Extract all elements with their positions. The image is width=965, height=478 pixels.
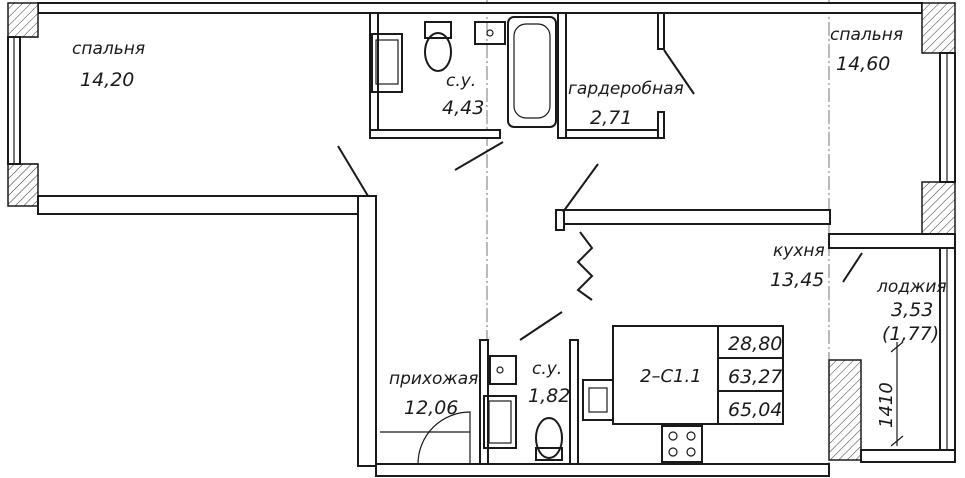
wall-wardrobe-bottom <box>565 129 663 139</box>
door-bedroom-right <box>663 49 695 95</box>
wall-bedroom-right-bottom <box>559 209 831 225</box>
wall-loggia-bottom <box>860 449 956 463</box>
wall-wardrobe-right <box>657 111 665 139</box>
outer-wall-top <box>37 2 923 14</box>
wall-wardrobe-right-top <box>657 12 665 50</box>
wall-column <box>921 2 956 54</box>
dimension-tick <box>890 435 904 447</box>
sink-drain <box>486 29 494 37</box>
kitchen-sink <box>582 379 614 421</box>
burner <box>668 431 678 441</box>
door-top-bathroom <box>454 141 504 171</box>
bathtub-inner <box>513 23 551 119</box>
washing-machine-bottom <box>483 395 517 449</box>
bathtub <box>507 16 557 128</box>
toilet-bowl <box>424 32 452 72</box>
apartment-info-box <box>612 325 784 425</box>
loggia-width-dimension: 1410 <box>876 382 897 428</box>
bedroom-left-area: 14,20 <box>80 69 134 91</box>
wall-column <box>7 2 39 38</box>
door-bathroom-bottom <box>519 311 563 341</box>
sink-bottom <box>489 355 517 385</box>
loggia-area-reduced: (1,77) <box>882 323 939 345</box>
hallway-name: прихожая <box>389 369 478 389</box>
toilet-tank <box>424 21 452 39</box>
wall-bathroom-bottom <box>369 129 501 139</box>
apartment-area-living: 28,80 <box>728 333 782 355</box>
loggia-area: 3,53 <box>891 299 933 321</box>
wall-bathroom-bottom-right <box>569 339 579 465</box>
wall-hall-left <box>357 195 377 467</box>
burner <box>668 447 678 457</box>
wall-corridor-stub <box>555 209 565 231</box>
bathroom-bottom-area: 1,82 <box>528 385 570 407</box>
dimension-tick <box>890 341 904 353</box>
apartment-area-total: 63,27 <box>728 366 782 388</box>
bedroom-left-name: спальня <box>72 39 145 59</box>
apartment-code: 2–С1.1 <box>640 366 702 387</box>
loggia-name: лоджия <box>876 277 947 297</box>
wall-bedroom-left-bottom <box>37 195 377 215</box>
bathroom-top-name: с.у. <box>446 71 476 91</box>
wall-column <box>921 181 956 235</box>
wall-column <box>7 163 39 207</box>
sink-drain <box>496 366 504 374</box>
wardrobe-name: гардеробная <box>568 79 684 99</box>
door-entrance <box>417 411 471 465</box>
kitchen-area: 13,45 <box>770 269 824 291</box>
apartment-area-with-loggia: 65,04 <box>728 399 782 421</box>
wall-column <box>828 359 862 461</box>
toilet-bottom-tank <box>535 447 563 461</box>
kitchen-stove <box>661 425 703 463</box>
burner <box>686 431 696 441</box>
bathroom-top-area: 4,43 <box>442 97 484 119</box>
door-bedroom-left <box>337 145 369 197</box>
burner <box>686 447 696 457</box>
bathroom-bottom-name: с.у. <box>532 359 562 379</box>
hallway-area: 12,06 <box>404 397 458 419</box>
bedroom-right-name: спальня <box>830 25 903 45</box>
kitchen-name: кухня <box>773 241 825 261</box>
wall-kitchen-loggia <box>828 233 956 249</box>
door-wardrobe <box>562 163 599 213</box>
washing-machine <box>371 33 403 93</box>
sliding-door <box>576 231 594 301</box>
wall-bathroom-wardrobe <box>557 12 567 139</box>
toilet-bottom <box>535 417 563 459</box>
kitchen-sink-bowl <box>588 387 608 413</box>
bedroom-right-area: 14,60 <box>836 53 890 75</box>
outer-wall-bottom <box>375 463 830 477</box>
sink <box>474 21 506 45</box>
washing-machine-inner <box>375 39 399 85</box>
door-loggia <box>842 252 863 283</box>
wardrobe-area: 2,71 <box>590 107 632 129</box>
washing-machine-bottom-inner <box>488 400 512 444</box>
